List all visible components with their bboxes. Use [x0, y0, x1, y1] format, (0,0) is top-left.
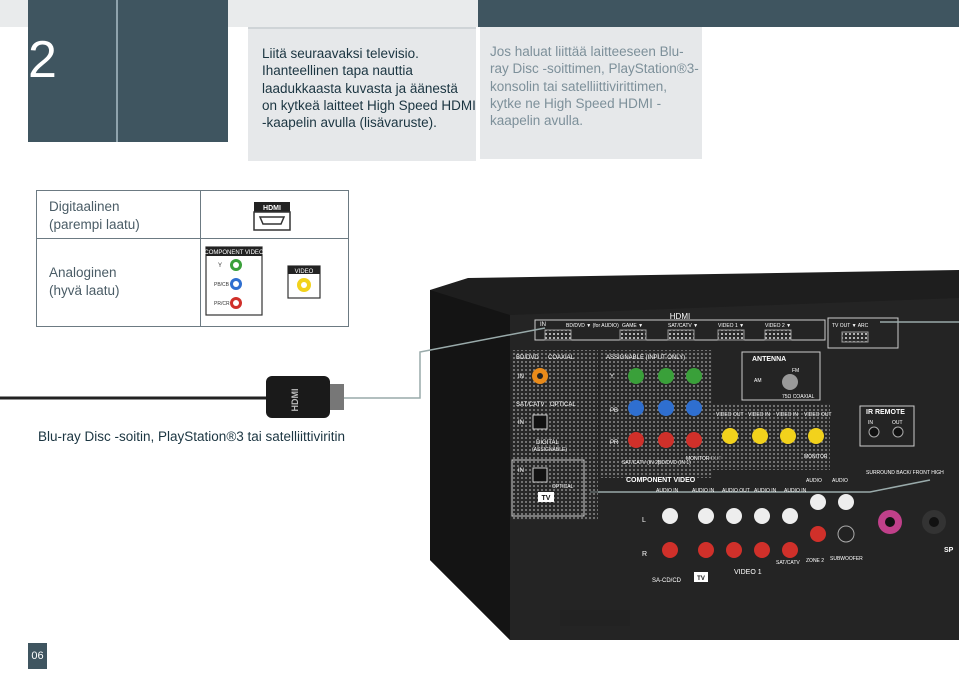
analog-quality-label: Analoginen (hyvä laatu) [49, 264, 120, 300]
svg-text:Y: Y [218, 263, 222, 269]
page-number: 06 [28, 643, 47, 669]
svg-text:COAXIAL: COAXIAL [548, 355, 575, 361]
svg-text:ASSIGNABLE (INPUT ONLY): ASSIGNABLE (INPUT ONLY) [606, 355, 685, 361]
svg-text:IR REMOTE: IR REMOTE [866, 409, 905, 416]
hdmi-connector-icon: HDMI [253, 202, 291, 231]
svg-text:PR: PR [610, 440, 619, 446]
svg-text:HDMI: HDMI [263, 205, 281, 212]
svg-text:PR/CR: PR/CR [214, 301, 230, 307]
svg-text:VIDEO 2 ▼: VIDEO 2 ▼ [765, 323, 791, 329]
svg-text:VIDEO OUT: VIDEO OUT [716, 412, 744, 418]
svg-text:SAT/CATV: SAT/CATV [516, 402, 544, 408]
svg-text:OUT: OUT [892, 420, 903, 426]
component-video-block: ASSIGNABLE (INPUT ONLY) Y PB PR SAT/CATV… [600, 350, 721, 484]
svg-text:VIDEO IN: VIDEO IN [776, 412, 798, 418]
receiver-illustration: HDMI HDMI IN BD/DVD ▼ (for AUDIO) GAME ▼… [0, 270, 959, 640]
svg-text:Y: Y [610, 374, 614, 380]
digital-quality-label: Digitaalinen (parempi laatu) [49, 198, 140, 234]
composite-video-connector-icon: VIDEO [287, 265, 321, 299]
svg-text:PB: PB [610, 408, 618, 414]
svg-text:BD/DVD (IN 1): BD/DVD (IN 1) [658, 460, 691, 466]
connector-icons: HDMI COMPONENT VIDEO Y PB/CB PR/CR VIDEO [204, 202, 321, 316]
antenna-block: ANTENNA AM FM 75Ω COAXIAL [741, 351, 821, 401]
svg-text:SURROUND BACK/ FRONT HIGH: SURROUND BACK/ FRONT HIGH [866, 470, 944, 476]
svg-text:HDMI: HDMI [290, 389, 300, 412]
svg-text:R: R [642, 551, 647, 558]
svg-text:IN: IN [518, 420, 524, 426]
svg-text:SAT/CATV ▼: SAT/CATV ▼ [668, 323, 698, 329]
svg-text:SAT/CATV (IN 2): SAT/CATV (IN 2) [622, 460, 660, 466]
analog-audio-block: AUDIO IN AUDIO IN AUDIO OUT AUDIO IN AUD… [642, 478, 863, 584]
ir-remote-block: IR REMOTE IN OUT [859, 405, 915, 447]
svg-text:GAME ▼: GAME ▼ [622, 323, 643, 329]
svg-text:VIDEO IN: VIDEO IN [748, 412, 770, 418]
svg-text:AUDIO IN: AUDIO IN [692, 488, 715, 494]
step-number: 2 [28, 31, 57, 89]
hdmi-plug: HDMI [266, 376, 344, 418]
svg-text:ZONE 2: ZONE 2 [806, 558, 824, 564]
svg-text:FM: FM [792, 368, 799, 374]
svg-text:AUDIO IN: AUDIO IN [656, 488, 679, 494]
instruction-card-ps3: Jos haluat liittää laitteeseen Blu-ray D… [480, 27, 702, 159]
svg-text:OPTICAL: OPTICAL [550, 402, 576, 408]
svg-text:OPTICAL: OPTICAL [552, 484, 574, 490]
svg-text:SAT/CATV: SAT/CATV [776, 560, 800, 566]
svg-text:DIGITAL: DIGITAL [536, 440, 560, 446]
digital-label: Digitaalinen [49, 199, 120, 214]
svg-text:TV: TV [542, 495, 551, 502]
svg-text:MONITOR OUT: MONITOR OUT [686, 456, 721, 462]
speaker-terminals-block: SURROUND BACK/ FRONT HIGH SP [866, 470, 954, 554]
svg-text:ANTENNA: ANTENNA [752, 356, 786, 363]
source-device-label: Blu-ray Disc -soitin, PlayStation®3 tai … [38, 429, 346, 444]
svg-text:COMPONENT VIDEO: COMPONENT VIDEO [204, 250, 264, 256]
svg-text:VIDEO: VIDEO [295, 269, 314, 275]
svg-text:IN: IN [518, 468, 524, 474]
svg-text:(ASSIGNABLE): (ASSIGNABLE) [532, 447, 567, 453]
step-box [28, 0, 228, 142]
svg-text:MONITOR: MONITOR [804, 454, 828, 460]
component-video-connector-icon: COMPONENT VIDEO Y PB/CB PR/CR [204, 246, 264, 316]
instruction-ps3-text: Jos haluat liittää laitteeseen Blu-ray D… [490, 44, 699, 129]
svg-text:AUDIO IN: AUDIO IN [784, 488, 807, 494]
analog-label: Analoginen [49, 265, 117, 280]
svg-text:BD/DVD: BD/DVD [516, 355, 539, 361]
hdmi-input-row: HDMI IN BD/DVD ▼ (for AUDIO) GAME ▼ SAT/… [534, 312, 899, 349]
svg-text:AUDIO OUT: AUDIO OUT [722, 488, 750, 494]
svg-text:IN: IN [868, 420, 873, 426]
svg-text:IN: IN [540, 322, 546, 328]
connection-line-tv [590, 479, 931, 493]
svg-text:BD/DVD ▼ (for AUDIO): BD/DVD ▼ (for AUDIO) [566, 323, 619, 329]
svg-text:VIDEO 1 ▼: VIDEO 1 ▼ [718, 323, 744, 329]
svg-text:IN: IN [518, 374, 524, 380]
svg-text:SP: SP [944, 547, 954, 554]
svg-text:VIDEO 1: VIDEO 1 [734, 569, 762, 576]
instruction-tv-text: Liitä seuraavaksi televisio. Ihanteellin… [262, 46, 476, 131]
analog-note: (hyvä laatu) [49, 283, 120, 298]
svg-text:AUDIO IN: AUDIO IN [754, 488, 777, 494]
svg-text:COMPONENT VIDEO: COMPONENT VIDEO [626, 477, 696, 484]
quality-table: Digitaalinen (parempi laatu) Analoginen … [36, 190, 349, 327]
digital-audio-block: BD/DVD COAXIAL IN SAT/CATV OPTICAL IN DI… [511, 350, 598, 520]
svg-text:SUBWOOFER: SUBWOOFER [830, 556, 863, 562]
svg-text:PB/CB: PB/CB [214, 282, 230, 288]
instruction-card-tv: Liitä seuraavaksi televisio. Ihanteellin… [248, 27, 476, 161]
svg-text:TV OUT ▼ ARC: TV OUT ▼ ARC [832, 323, 869, 329]
connection-line-device [344, 327, 546, 399]
svg-text:75Ω COAXIAL: 75Ω COAXIAL [782, 394, 815, 400]
svg-text:AUDIO: AUDIO [806, 478, 822, 484]
svg-text:SA-CD/CD: SA-CD/CD [652, 578, 682, 584]
video-jack-block: VIDEO OUT VIDEO IN VIDEO IN VIDEO OUT MO… [712, 404, 832, 470]
svg-text:HDMI: HDMI [670, 312, 690, 321]
digital-note: (parempi laatu) [49, 217, 140, 232]
svg-text:AM: AM [754, 378, 762, 384]
svg-text:L: L [642, 517, 646, 524]
svg-text:VIDEO OUT: VIDEO OUT [804, 412, 832, 418]
svg-text:AUDIO: AUDIO [832, 478, 848, 484]
svg-text:TV: TV [697, 576, 705, 582]
